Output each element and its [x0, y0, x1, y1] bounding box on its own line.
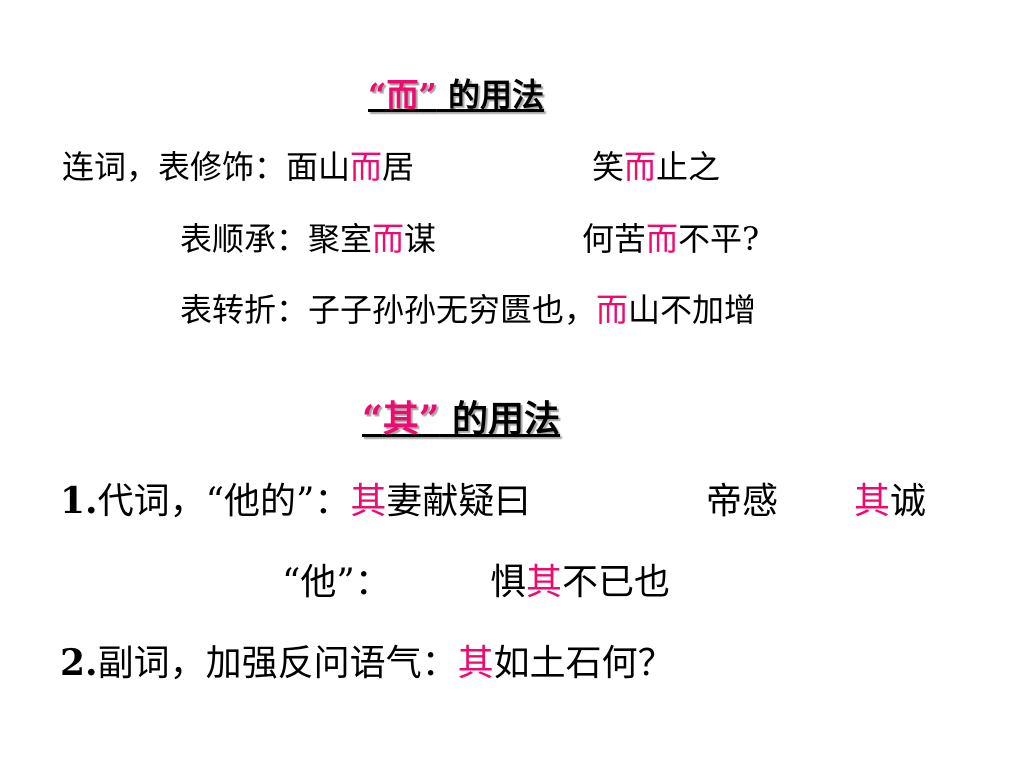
example-text: 谋 [404, 220, 437, 258]
er-line-sequence: 表顺承：聚室而谋 [180, 214, 436, 260]
highlight-char: 而 [646, 220, 679, 258]
usage-label: 表顺承： [180, 220, 309, 258]
qi-line-he: “他”： [282, 553, 391, 605]
title-rest: 的用法 [436, 76, 544, 114]
example-text: 面山 [286, 148, 351, 186]
list-number: 2. [60, 642, 98, 684]
er-line-contrast: 表转折：子子孙孙无穷匮也，而山不加增 [180, 285, 756, 331]
usage-label: “他”： [282, 562, 391, 603]
example-text: 子子孙孙无穷匮也， [308, 291, 597, 329]
example-text: 如土石何？ [493, 643, 674, 684]
example-text: 不已也 [562, 562, 671, 603]
highlight-char: 其 [382, 398, 419, 440]
qi-line-he-example: 惧其不已也 [490, 553, 670, 605]
highlight-char: 其 [526, 562, 563, 603]
qi-line-pronoun: 1.代词，“他的”：其妻献疑曰 [60, 472, 530, 524]
er-line-modify: 连词，表修饰：面山而居 [62, 142, 414, 188]
example-text: 止之 [656, 148, 721, 186]
highlight-char: 而 [372, 220, 405, 258]
highlight-char: 而 [596, 291, 629, 329]
highlight-char: 而 [624, 148, 657, 186]
example-text: 诚 [890, 481, 927, 522]
example-text: 何苦 [582, 220, 647, 258]
example-text: 帝感 [706, 481, 779, 522]
er-line-modify-example2: 笑而止之 [592, 142, 720, 188]
er-line-sequence-example2: 何苦而不平? [582, 214, 759, 260]
quote-open: “ [368, 76, 387, 114]
example-text: 惧 [490, 562, 527, 603]
quote-open: “ [362, 398, 383, 440]
quote-close: ” [418, 76, 437, 114]
example-text: 居 [382, 148, 415, 186]
highlight-char: 其 [350, 481, 387, 522]
usage-label: 代词，“他的”： [97, 481, 351, 522]
example-text: 不平? [678, 220, 760, 258]
usage-label: 表转折： [180, 291, 309, 329]
highlight-char: 其 [457, 643, 494, 684]
example-text: 聚室 [308, 220, 373, 258]
quote-close: ” [418, 398, 440, 440]
qi-usage-title: “其” 的用法 [362, 390, 560, 442]
list-number: 1. [60, 480, 98, 522]
example-text: 妻献疑曰 [386, 481, 531, 522]
title-rest: 的用法 [439, 398, 560, 440]
example-text: 笑 [592, 148, 625, 186]
er-usage-title: “而” 的用法 [368, 70, 544, 116]
highlight-char: 而 [386, 76, 419, 114]
qi-line-adverb: 2.副词，加强反问语气：其如土石何？ [60, 634, 674, 686]
qi-line-pronoun-example2: 帝感 [706, 472, 778, 524]
usage-label: 副词，加强反问语气： [97, 643, 458, 684]
highlight-char: 其 [854, 481, 891, 522]
example-text: 山不加增 [628, 291, 757, 329]
usage-label: 连词，表修饰： [62, 148, 287, 186]
qi-line-pronoun-example3: 其诚 [854, 472, 926, 524]
highlight-char: 而 [350, 148, 383, 186]
